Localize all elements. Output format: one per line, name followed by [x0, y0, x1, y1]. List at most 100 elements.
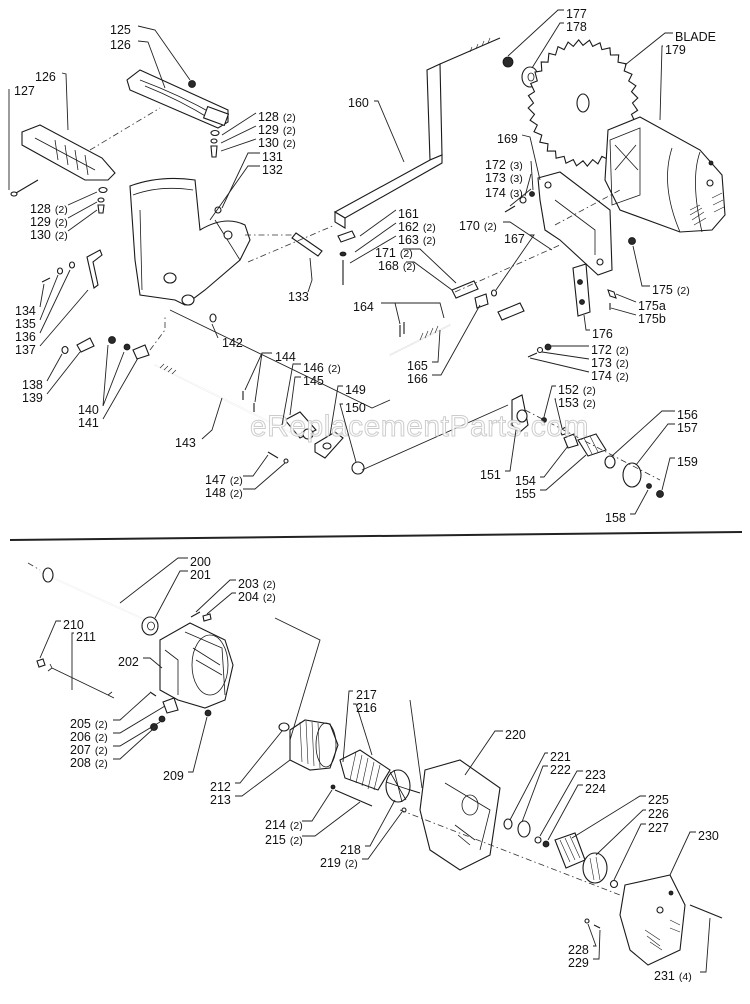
part-205-screw[interactable]: [149, 691, 157, 697]
part-160-frame[interactable]: [333, 37, 501, 229]
part-label-140[interactable]: 140: [78, 344, 125, 417]
part-215-screw[interactable]: [334, 789, 373, 807]
part-label-176[interactable]: 176: [583, 314, 613, 341]
part-221-ring[interactable]: [503, 818, 513, 830]
part-label-200[interactable]: 200: [119, 555, 211, 604]
part-223-washer[interactable]: [534, 836, 542, 844]
part-label-223[interactable]: 223: [539, 768, 606, 837]
part-231-screw[interactable]: [689, 904, 723, 919]
part-210-connector[interactable]: [36, 658, 46, 668]
part-label-217[interactable]: 217: [342, 688, 377, 763]
part-label-178[interactable]: 178: [531, 20, 587, 69]
part-134-screw[interactable]: [41, 277, 51, 283]
part-126-lower-bracket[interactable]: [21, 124, 116, 181]
part-174-screw-lower[interactable]: [527, 352, 538, 358]
part-179-motor[interactable]: [604, 116, 726, 233]
part-label-128b[interactable]: 128(2): [221, 110, 296, 136]
part-label-220[interactable]: 220: [464, 728, 526, 776]
part-label-202[interactable]: 202: [118, 655, 163, 669]
part-150-cam[interactable]: [351, 461, 365, 475]
part-label-169[interactable]: 169: [497, 132, 541, 181]
part-174-screw[interactable]: [504, 205, 516, 213]
part-label-201[interactable]: 201: [154, 568, 211, 619]
part-172-washer[interactable]: [529, 191, 535, 197]
part-label-206[interactable]: 206(2): [70, 705, 166, 744]
part-label-179[interactable]: 179: [659, 43, 686, 121]
part-139-sleeve[interactable]: [76, 337, 95, 353]
part-label-149[interactable]: 149: [329, 383, 366, 436]
part-138-washer[interactable]: [61, 345, 69, 355]
part-140-nut[interactable]: [108, 336, 116, 344]
part-label-158[interactable]: 158: [605, 489, 649, 525]
part-154-bushing[interactable]: [563, 433, 579, 449]
part-label-161[interactable]: 161: [359, 207, 419, 237]
part-224-nut[interactable]: [542, 840, 550, 848]
part-173-washer-lower[interactable]: [536, 346, 544, 354]
part-label-156[interactable]: 156: [611, 408, 698, 457]
part-label-214[interactable]: 214(2): [265, 789, 333, 832]
part-label-204[interactable]: 204(2): [206, 590, 276, 615]
part-207-brush[interactable]: [158, 715, 166, 723]
part-129-washer-upper[interactable]: [210, 138, 218, 144]
part-label-153[interactable]: 153(2): [554, 396, 596, 429]
part-175a-clip[interactable]: [607, 289, 617, 299]
part-label-172b[interactable]: 172(2): [550, 343, 629, 357]
part-label-168[interactable]: 168(2): [378, 259, 453, 291]
part-label-215[interactable]: 215(2): [265, 801, 361, 847]
part-label-126a[interactable]: 126: [110, 38, 166, 89]
part-label-213[interactable]: 213: [210, 759, 291, 807]
part-label-226[interactable]: 226: [595, 807, 669, 856]
part-label-154[interactable]: 154: [515, 445, 569, 488]
part-155-spring[interactable]: [577, 433, 607, 457]
part-label-155[interactable]: 155: [515, 454, 587, 501]
part-133-pin[interactable]: [291, 232, 323, 257]
part-label-207[interactable]: 207(2): [70, 721, 161, 757]
part-label-129a[interactable]: 129(2): [30, 201, 98, 229]
part-label-229[interactable]: 229: [568, 929, 601, 970]
part-141-collar[interactable]: [132, 344, 150, 360]
part-label-211[interactable]: 211: [71, 630, 96, 690]
part-227-washer[interactable]: [609, 879, 619, 889]
part-label-174b[interactable]: 174(2): [529, 357, 629, 383]
part-label-228[interactable]: 228: [568, 923, 597, 957]
part-135-washer[interactable]: [56, 267, 64, 275]
part-label-132[interactable]: 132: [209, 163, 283, 221]
part-label-218[interactable]: 218: [340, 799, 396, 857]
part-127-screw[interactable]: [10, 179, 39, 197]
part-label-212[interactable]: 212: [210, 730, 283, 794]
part-126-upper-bracket[interactable]: [126, 69, 230, 129]
part-label-148[interactable]: 148(2): [205, 462, 286, 500]
part-169-mounting-plate[interactable]: [537, 171, 613, 276]
part-173-washer[interactable]: [519, 196, 527, 204]
part-177-nut[interactable]: [502, 56, 514, 68]
part-214-washer[interactable]: [330, 784, 336, 790]
part-label-167[interactable]: 167: [495, 232, 535, 291]
part-arbor-bracket[interactable]: [129, 177, 251, 306]
part-label-138[interactable]: 138: [22, 353, 63, 392]
part-label-157[interactable]: 157: [635, 421, 698, 466]
part-202-housing[interactable]: [159, 622, 234, 709]
part-146-bushing[interactable]: [302, 428, 314, 440]
part-162-washer[interactable]: [339, 251, 347, 257]
part-label-162[interactable]: 162(2): [354, 220, 436, 253]
part-label-208[interactable]: 208(2): [70, 729, 153, 770]
part-label-133[interactable]: 133: [288, 257, 313, 304]
part-label-144[interactable]: 144: [244, 350, 296, 403]
part-label-222[interactable]: 222: [521, 763, 571, 823]
part-label-173b[interactable]: 173(2): [541, 351, 629, 370]
part-label-151[interactable]: 151: [480, 429, 517, 482]
part-166-block[interactable]: [474, 293, 489, 309]
part-158-nut[interactable]: [646, 483, 652, 489]
part-209-nut[interactable]: [204, 709, 212, 717]
part-212-ring[interactable]: [278, 722, 290, 732]
part-142-washer[interactable]: [209, 313, 217, 323]
part-label-230[interactable]: 230: [669, 829, 719, 876]
part-141-nut[interactable]: [123, 343, 131, 351]
part-label-142[interactable]: 142: [211, 323, 243, 350]
part-label-136[interactable]: 136: [15, 269, 71, 344]
part-152-nut[interactable]: [541, 417, 547, 423]
part-label-221[interactable]: 221: [509, 750, 571, 821]
part-148-washer[interactable]: [283, 458, 289, 464]
part-220-motor-housing[interactable]: [419, 759, 501, 871]
part-label-219[interactable]: 219(2): [320, 811, 403, 870]
